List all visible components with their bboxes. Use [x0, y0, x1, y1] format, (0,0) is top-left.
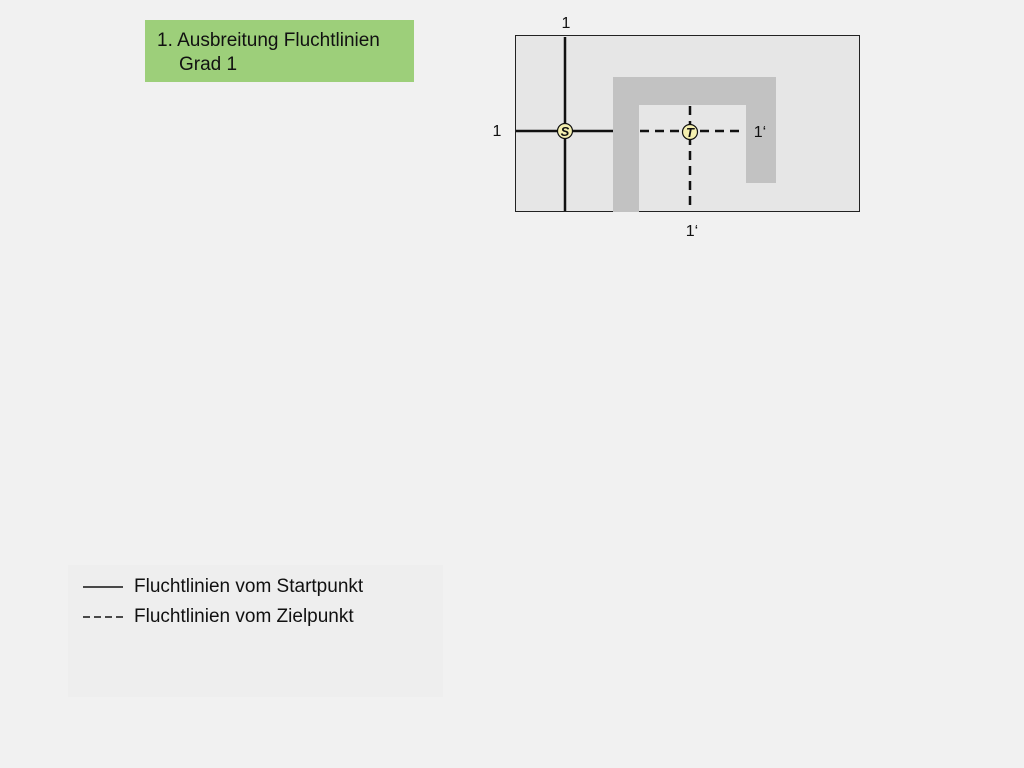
legend-item-target: Fluchtlinien vom Zielpunkt: [82, 605, 354, 629]
dashed-line-swatch: [83, 616, 123, 618]
title-line-2: Grad 1: [179, 54, 238, 75]
start-line-label-top: 1: [562, 15, 571, 32]
target-point-label: T: [686, 125, 695, 140]
obstacle-shape: [613, 77, 776, 212]
legend-item-start: Fluchtlinien vom Startpunkt: [82, 575, 363, 599]
title-box: 1. Ausbreitung Fluchtlinien Grad 1: [145, 20, 414, 82]
solid-line-swatch: [83, 586, 123, 588]
target-line-label-right: 1‘: [754, 124, 766, 141]
start-line-label-left: 1: [493, 123, 502, 140]
start-point-marker: S: [556, 122, 574, 140]
legend-label-start: Fluchtlinien vom Startpunkt: [134, 576, 364, 597]
legend-label-target: Fluchtlinien vom Zielpunkt: [134, 606, 354, 627]
start-point-label: S: [561, 124, 570, 139]
target-point-marker: T: [681, 123, 699, 141]
field-rectangle: [515, 35, 860, 212]
title-line-1: 1. Ausbreitung Fluchtlinien: [157, 30, 380, 51]
legend-box: Fluchtlinien vom Startpunkt Fluchtlinien…: [68, 565, 443, 697]
escape-lines-diagram: S T 1 1 1‘ 1‘: [493, 15, 860, 240]
target-line-label-bottom: 1‘: [686, 223, 698, 240]
